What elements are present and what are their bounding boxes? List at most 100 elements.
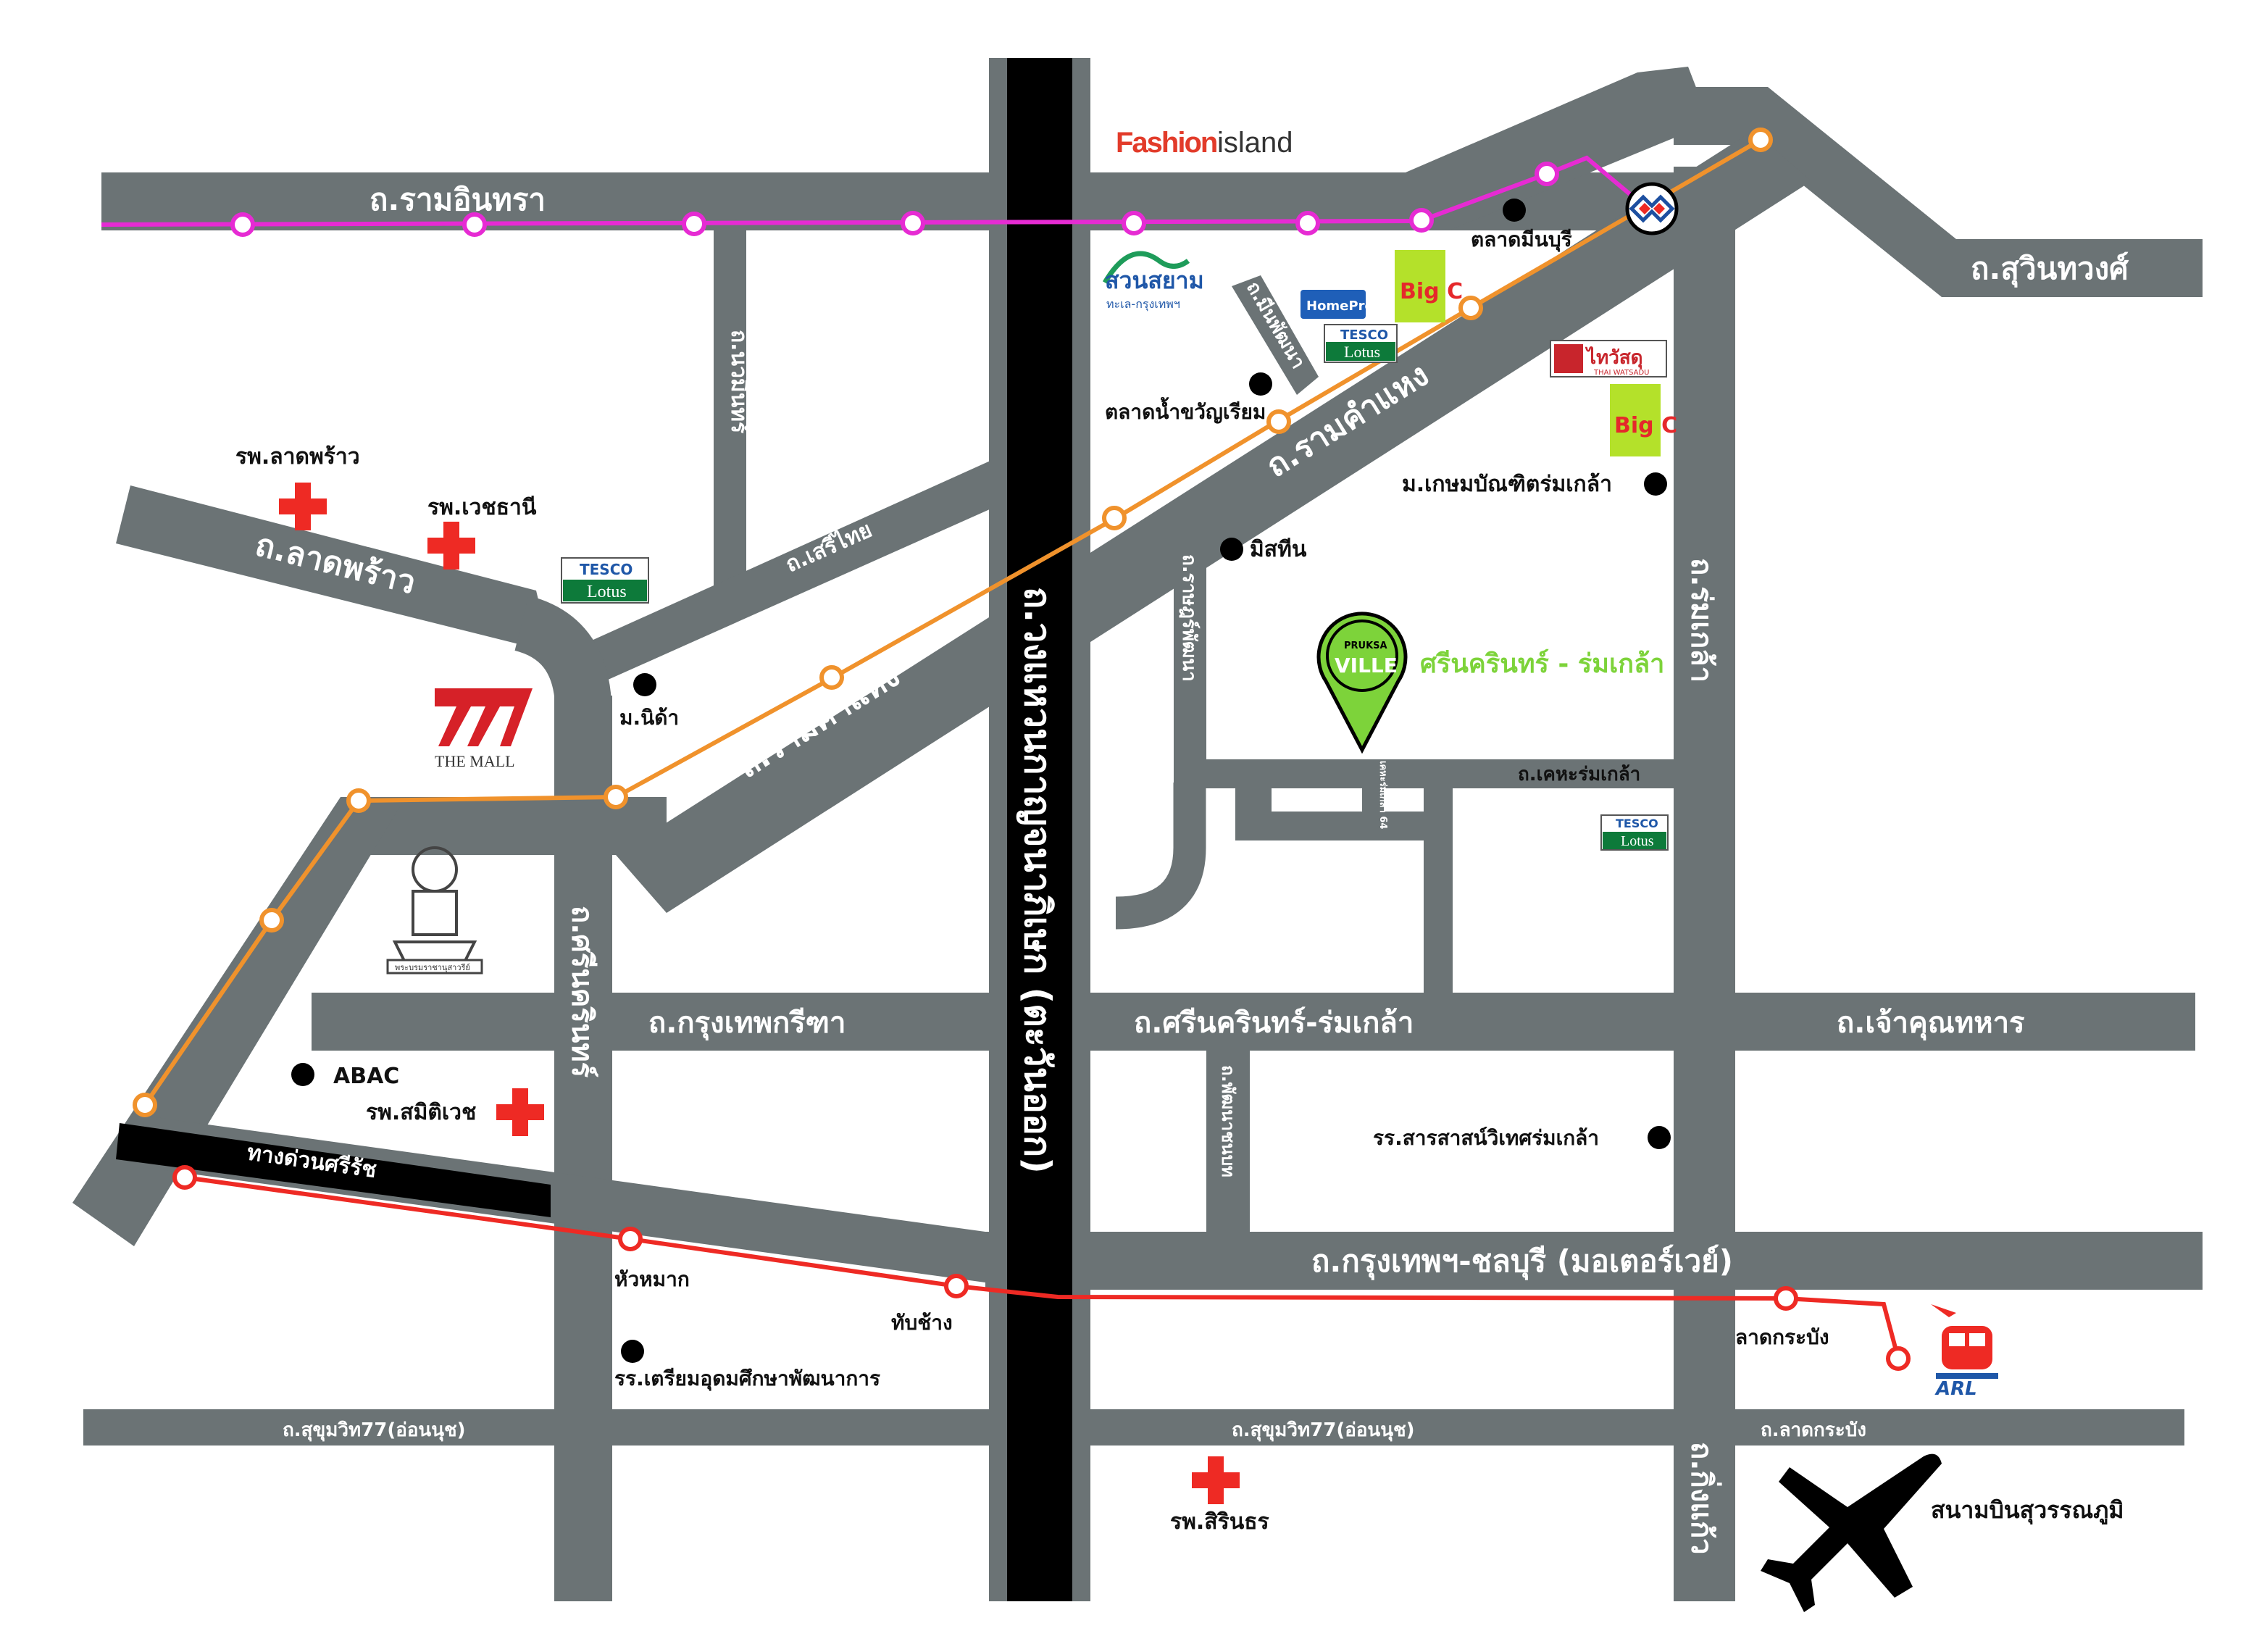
talat-minburi-marker[interactable] <box>1503 199 1526 222</box>
label-bigc-right: Big C <box>1614 413 1677 438</box>
label-kanchanaphisek: ถ.วงแหวนกาญจนาภิเษก (ตะวันออก) <box>1016 587 1059 1174</box>
label-triam-udom: รร.เตรียมอุดมศึกษาพัฒนาการ <box>614 1367 880 1391</box>
label-talat-minburi: ตลาดมีนบุรี <box>1471 228 1572 252</box>
label-suan-siam-sub: ทะเล-กรุงเทพฯ <box>1106 297 1180 312</box>
sarasas-marker[interactable] <box>1648 1126 1671 1149</box>
orange-station[interactable] <box>259 908 284 933</box>
label-pruksa-bottom: VILLE <box>1335 654 1398 677</box>
road-block-left <box>1235 759 1272 839</box>
label-rama9-monument: พระบรมราชานุสาวรีย์ <box>395 963 470 972</box>
red-cross-icon[interactable] <box>1192 1456 1240 1504</box>
label-tesco-right: TESCO <box>1616 817 1658 830</box>
label-kheha-romklao: ถ.เคหะร่มเกล้า <box>1518 764 1640 785</box>
fashion-island-word-island: island <box>1217 127 1293 159</box>
orange-station[interactable] <box>133 1093 157 1117</box>
pink-station[interactable] <box>901 211 925 235</box>
orange-station[interactable] <box>1266 409 1291 434</box>
red-stations <box>172 1165 1911 1371</box>
label-king-kaeo: ถ.กิ่งแก้ว <box>1684 1442 1722 1555</box>
suan-siam-logo[interactable]: สวนสยาม ทะเล-กรุงเทพฯ <box>1102 251 1204 312</box>
train-icon[interactable]: ARL <box>1931 1304 1998 1400</box>
red-cross-icon[interactable] <box>496 1088 544 1136</box>
orange-station[interactable] <box>346 788 371 813</box>
road-motorway <box>985 1232 2203 1290</box>
road-phatthanachonnabot <box>1206 1051 1250 1232</box>
label-nida: ม.นิด้า <box>619 706 679 730</box>
red-station[interactable] <box>1886 1346 1911 1371</box>
orange-station[interactable] <box>1458 296 1483 320</box>
big-c-logo-right[interactable]: Big C <box>1610 384 1677 456</box>
tesco-lotus-logo-ladprao[interactable]: TESCO Lotus <box>561 557 649 604</box>
road-minpattana <box>1232 275 1319 395</box>
orange-station[interactable] <box>604 785 628 809</box>
road-ladprao <box>116 485 551 652</box>
abac-marker[interactable] <box>291 1063 314 1086</box>
orange-station[interactable] <box>1102 506 1127 530</box>
homepro-box <box>1301 290 1366 319</box>
pink-station[interactable] <box>1122 211 1146 235</box>
road-nawamin <box>714 230 746 614</box>
talat-nam-khwan-marker[interactable] <box>1249 372 1272 396</box>
orange-station[interactable] <box>1748 128 1773 152</box>
label-mistine: มิสทีน <box>1250 537 1307 562</box>
fashion-island-logo[interactable]: Fashion island <box>1116 127 1293 159</box>
road-rat-phatthana <box>1174 525 1206 786</box>
airplane-icon[interactable] <box>1761 1453 1942 1612</box>
red-station[interactable] <box>944 1274 969 1298</box>
red-cross-icon[interactable] <box>427 522 475 570</box>
label-kasem-bundit: ม.เกษมบัณฑิตร่มเกล้า <box>1402 472 1612 497</box>
tesco-lotus-logo-right[interactable]: TESCO Lotus <box>1600 814 1669 851</box>
label-srinakarin: ถ.ศรีนครินทร์ <box>565 906 598 1078</box>
red-station[interactable] <box>172 1165 197 1190</box>
road-ram-inthra-diagonal <box>1406 67 1710 230</box>
orange-station[interactable] <box>819 665 844 690</box>
label-tesco-ladprao: TESCO <box>580 561 633 578</box>
label-hosp-sirinrat: รพ.สิรินธร <box>1170 1509 1269 1535</box>
big-c-logo-top[interactable]: Big C <box>1395 250 1463 322</box>
label-motorway: ถ.กรุงเทพฯ-ชลบุรี (มอเตอร์เวย์) <box>1311 1243 1733 1280</box>
label-hua-mak: หัวหมาก <box>614 1267 690 1291</box>
road-srinakarin <box>554 696 612 1601</box>
label-tesco-top: TESCO <box>1340 328 1388 343</box>
the-mall-logo[interactable]: THE MALL <box>435 688 533 770</box>
monument-icon[interactable]: พระบรมราชานุสาวรีย์ <box>386 846 483 975</box>
label-soi-64: เคหะร่มเกล้า 64 <box>1377 761 1389 829</box>
mistine-marker[interactable] <box>1220 538 1243 561</box>
label-project-name: ศรีนครินทร์ - ร่มเกล้า <box>1420 648 1664 679</box>
road-ramkhamhaeng-diagonal <box>616 130 1811 913</box>
mrt-interchange-icon[interactable] <box>1625 182 1679 235</box>
pink-station[interactable] <box>1409 208 1434 233</box>
pink-station[interactable] <box>1295 211 1320 235</box>
label-suvarnabhumi: สนามบินสุวรรณภูมิ <box>1931 1496 2124 1525</box>
label-lotus-right: Lotus <box>1621 833 1654 849</box>
the-mall-mark-icon <box>435 688 533 746</box>
pink-station[interactable] <box>230 212 255 237</box>
road-network <box>72 58 2203 1601</box>
suan-siam-wave-icon <box>1102 251 1190 284</box>
kasem-bundit-marker[interactable] <box>1644 472 1667 496</box>
red-cross-icon[interactable] <box>279 483 327 530</box>
red-station[interactable] <box>1774 1286 1798 1311</box>
triam-udom-marker[interactable] <box>621 1340 644 1363</box>
label-hosp-ladprao: รพ.ลาดพร้าว <box>235 444 360 470</box>
thai-watsadu-logo[interactable]: ไทวัสดุ THAI WATSADU <box>1550 340 1667 377</box>
pink-stations <box>230 162 1559 237</box>
label-suan-siam: สวนสยาม <box>1105 267 1204 294</box>
label-sukhumvit77-mid: ถ.สุขุมวิท77(อ่อนนุช) <box>1232 1419 1415 1442</box>
nida-marker[interactable] <box>633 673 656 696</box>
red-station[interactable] <box>618 1227 643 1251</box>
homepro-logo[interactable]: HomePro <box>1301 290 1374 319</box>
tesco-lotus-logo-top[interactable]: TESCO Lotus <box>1324 324 1398 363</box>
label-hosp-vejthani: รพ.เวชธานี <box>427 495 537 520</box>
airplane-small-icon <box>1931 1304 1956 1317</box>
road-sukhonthawong <box>1674 87 2203 297</box>
pink-station[interactable] <box>1535 162 1559 186</box>
label-krungthep-kreetha: ถ.กรุงเทพกรีฑา <box>648 1006 846 1041</box>
label-lotus-top: Lotus <box>1344 343 1380 361</box>
location-pin-icon[interactable]: PRUKSA VILLE <box>1316 612 1408 754</box>
pink-station[interactable] <box>682 212 706 236</box>
road-rat-phatthana-curve <box>1115 783 1206 930</box>
road-si-rat-expressway <box>116 1123 551 1217</box>
pink-station[interactable] <box>462 212 487 237</box>
